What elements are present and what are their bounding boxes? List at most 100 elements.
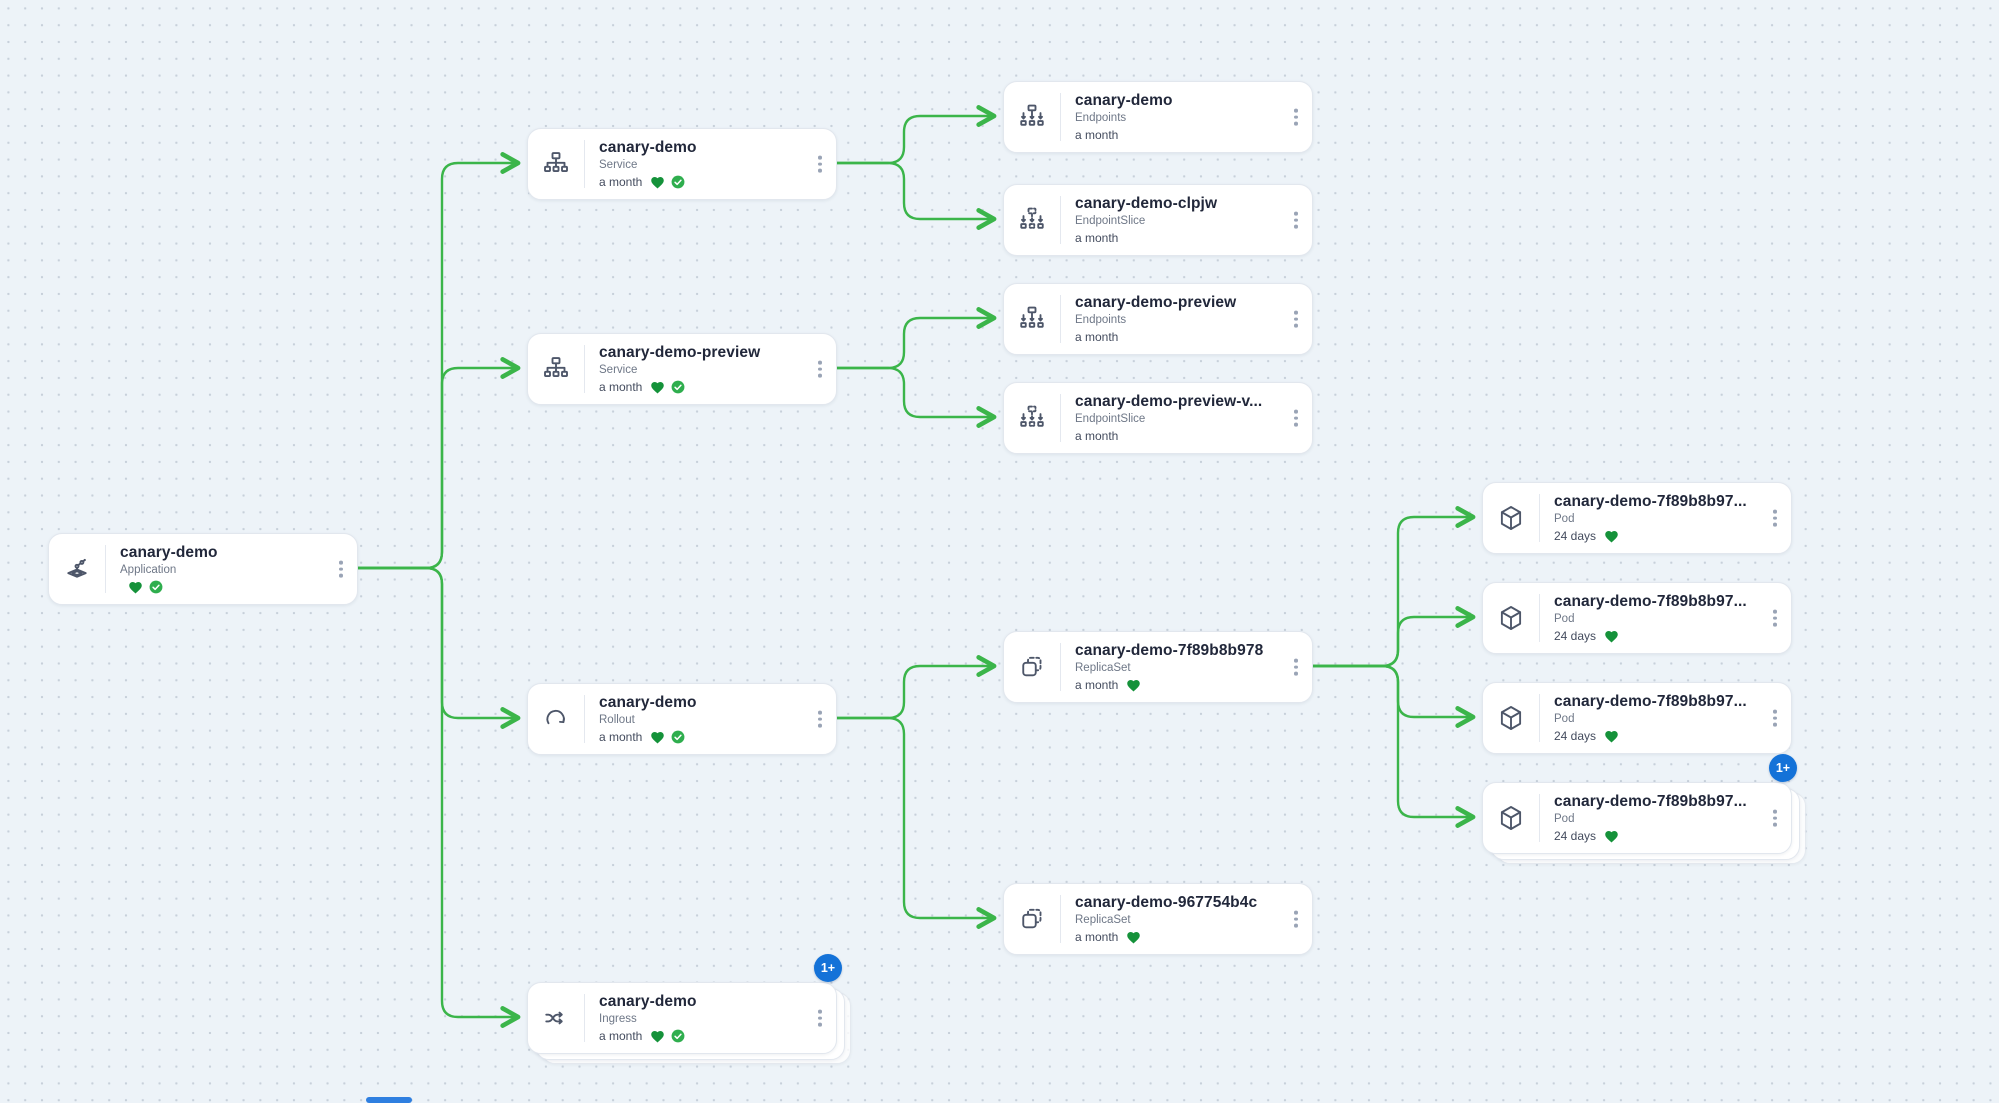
sync-check-icon xyxy=(671,730,685,744)
collapsed-count-badge[interactable]: 1+ xyxy=(814,954,842,982)
resource-age: a month xyxy=(1075,678,1119,693)
resource-card-pod3[interactable]: canary-demo-7f89b8b97... Pod 24 days xyxy=(1482,682,1792,754)
resource-card-rollout[interactable]: canary-demo Rollout a month xyxy=(527,683,837,755)
edge-app-to-svc2 xyxy=(354,357,521,570)
resource-name: canary-demo xyxy=(599,694,697,711)
resource-age: a month xyxy=(599,730,643,745)
status-icons xyxy=(1126,678,1141,692)
endpoints-icon xyxy=(1004,284,1060,354)
resource-card-rs1[interactable]: canary-demo-7f89b8b978 ReplicaSet a mont… xyxy=(1003,631,1313,703)
kebab-menu-button[interactable] xyxy=(335,557,347,582)
resource-name: canary-demo-preview-v... xyxy=(1075,393,1263,410)
kebab-menu-button[interactable] xyxy=(814,1006,826,1031)
kebab-menu-button[interactable] xyxy=(1769,506,1781,531)
resource-card-svc2[interactable]: canary-demo-preview Service a month xyxy=(527,333,837,405)
health-heart-icon xyxy=(1604,529,1619,543)
resource-name: canary-demo xyxy=(1075,92,1173,109)
status-icons xyxy=(128,580,163,594)
resource-card-ingress[interactable]: canary-demo Ingress a month 1+ xyxy=(527,954,851,1064)
resource-kind: ReplicaSet xyxy=(1075,662,1131,675)
kebab-menu-button[interactable] xyxy=(814,707,826,732)
card-divider xyxy=(1060,394,1061,442)
resource-kind: Pod xyxy=(1554,613,1575,626)
resource-age: a month xyxy=(599,1029,643,1044)
collapsed-count-badge[interactable]: 1+ xyxy=(1769,754,1797,782)
resource-kind: Endpoints xyxy=(1075,112,1127,125)
edge-rs1-to-pod1 xyxy=(1309,506,1476,668)
kebab-menu-button[interactable] xyxy=(1290,406,1302,431)
resource-kind: Application xyxy=(120,564,177,577)
card-divider xyxy=(1539,494,1540,542)
kebab-menu-button[interactable] xyxy=(1769,706,1781,731)
kebab-menu-button[interactable] xyxy=(1290,655,1302,680)
resource-kind: Pod xyxy=(1554,513,1575,526)
edge-app-to-rollout xyxy=(354,566,521,729)
card-divider xyxy=(1060,295,1061,343)
resource-age: a month xyxy=(1075,429,1119,444)
resource-card-eps1[interactable]: canary-demo-clpjw EndpointSlice a month xyxy=(1003,184,1313,256)
sync-check-icon xyxy=(671,175,685,189)
resource-age: 24 days xyxy=(1554,729,1597,744)
ingress-icon xyxy=(528,983,584,1053)
kebab-menu-button[interactable] xyxy=(1290,208,1302,233)
resource-age: 24 days xyxy=(1554,829,1597,844)
health-heart-icon xyxy=(650,730,665,744)
card-divider xyxy=(1060,895,1061,943)
rollout-icon xyxy=(528,684,584,754)
kebab-menu-button[interactable] xyxy=(1769,606,1781,631)
endpointslice-icon xyxy=(1004,383,1060,453)
resource-card-pod1[interactable]: canary-demo-7f89b8b97... Pod 24 days xyxy=(1482,482,1792,554)
status-icons xyxy=(1604,729,1619,743)
kebab-menu-button[interactable] xyxy=(814,357,826,382)
status-icons xyxy=(650,730,685,744)
resource-card-ep2[interactable]: canary-demo-preview Endpoints a month xyxy=(1003,283,1313,355)
kebab-menu-button[interactable] xyxy=(1290,307,1302,332)
status-icons xyxy=(650,1029,685,1043)
edge-rollout-to-rs2 xyxy=(833,716,997,929)
status-icons xyxy=(1126,930,1141,944)
card-divider xyxy=(1060,196,1061,244)
resource-age: a month xyxy=(599,175,643,190)
endpointslice-icon xyxy=(1004,185,1060,255)
status-icons xyxy=(1604,829,1619,843)
sync-check-icon xyxy=(671,380,685,394)
resource-age: a month xyxy=(1075,330,1119,345)
application-icon xyxy=(49,534,105,604)
card-divider xyxy=(1060,643,1061,691)
status-icons xyxy=(650,380,685,394)
resource-card-rs2[interactable]: canary-demo-967754b4c ReplicaSet a month xyxy=(1003,883,1313,955)
edge-app-to-svc1 xyxy=(354,152,521,570)
kebab-menu-button[interactable] xyxy=(814,152,826,177)
resource-kind: Service xyxy=(599,364,638,377)
resource-card-app[interactable]: canary-demo Application xyxy=(48,533,358,605)
kebab-menu-button[interactable] xyxy=(1290,907,1302,932)
resource-name: canary-demo-7f89b8b978 xyxy=(1075,642,1264,659)
horizontal-scrollbar-thumb[interactable] xyxy=(366,1097,412,1103)
edge-rollout-to-rs1 xyxy=(833,655,997,720)
resource-card-pod2[interactable]: canary-demo-7f89b8b97... Pod 24 days xyxy=(1482,582,1792,654)
status-icons xyxy=(1604,529,1619,543)
kebab-menu-button[interactable] xyxy=(1290,105,1302,130)
resource-name: canary-demo-clpjw xyxy=(1075,195,1218,212)
resource-name: canary-demo-preview xyxy=(599,344,761,361)
resource-card-pod4[interactable]: canary-demo-7f89b8b97... Pod 24 days 1+ xyxy=(1482,754,1806,864)
resource-age: 24 days xyxy=(1554,529,1597,544)
resource-kind: EndpointSlice xyxy=(1075,215,1146,228)
resource-name: canary-demo-7f89b8b97... xyxy=(1554,693,1747,710)
resource-card-svc1[interactable]: canary-demo Service a month xyxy=(527,128,837,200)
resource-card-eps2[interactable]: canary-demo-preview-v... EndpointSlice a… xyxy=(1003,382,1313,454)
resource-name: canary-demo-7f89b8b97... xyxy=(1554,793,1747,810)
health-heart-icon xyxy=(1604,829,1619,843)
card-divider xyxy=(1539,694,1540,742)
resource-card-ep1[interactable]: canary-demo Endpoints a month xyxy=(1003,81,1313,153)
edge-app-to-ingress xyxy=(354,566,521,1028)
resource-kind: Service xyxy=(599,159,638,172)
kebab-menu-button[interactable] xyxy=(1769,806,1781,831)
health-heart-icon xyxy=(650,175,665,189)
card-divider xyxy=(1060,93,1061,141)
status-icons xyxy=(1604,629,1619,643)
sync-check-icon xyxy=(671,1029,685,1043)
pod-icon xyxy=(1483,583,1539,653)
resource-name: canary-demo-967754b4c xyxy=(1075,894,1258,911)
resource-name: canary-demo-preview xyxy=(1075,294,1237,311)
